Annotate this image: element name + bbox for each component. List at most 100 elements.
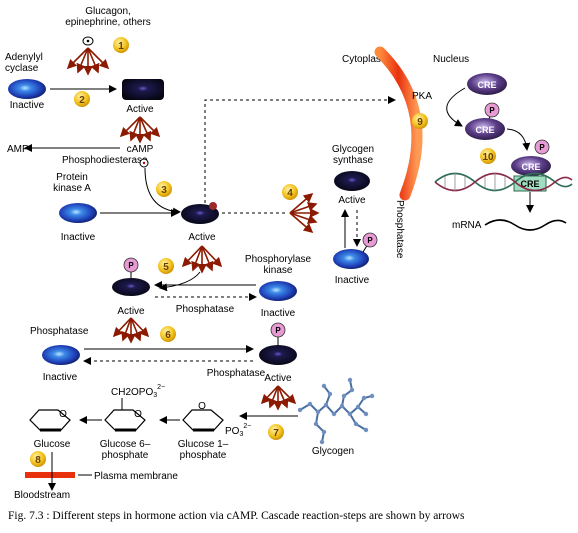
step-5: 5 <box>158 258 174 274</box>
glucose-label: Glucose <box>34 439 71 450</box>
step-10: 10 <box>480 148 496 164</box>
camp-molecule-core <box>142 161 146 165</box>
phosphorylase-inactive-icon <box>42 345 80 365</box>
svg-text:6: 6 <box>165 330 171 341</box>
mrna-strand-icon <box>484 219 567 231</box>
glucose-1-phosphate-label-2: phosphate <box>180 450 227 461</box>
phosphatase-label-2: Phosphatase <box>30 326 89 337</box>
pka-label-1: Protein <box>56 172 88 183</box>
phosphorylase-active-icon <box>259 345 297 365</box>
step-4: 4 <box>282 184 298 200</box>
glycogen-units <box>297 377 375 445</box>
pka-label-2: kinase A <box>53 183 91 194</box>
creb-unphosphorylated-icon <box>467 73 507 95</box>
step-3: 3 <box>156 181 172 197</box>
creb-label-1: CRE <box>477 80 496 90</box>
glucose-6-phosphate-label-2: phosphate <box>102 450 149 461</box>
mrna-label: mRNA <box>452 220 482 231</box>
glycogen-synthase-active-icon <box>334 171 370 191</box>
cascade-arrows-5 <box>181 245 223 274</box>
glycogen-synthase-inactive-icon <box>333 249 369 269</box>
adenylyl-cyclase-label-2: cyclase <box>5 63 39 74</box>
phosphatase-label-3: Phosphatase <box>207 368 266 379</box>
glycogen-synthase-label-2: synthase <box>333 155 373 166</box>
adenylyl-cyclase-inactive-label: Inactive <box>10 100 45 111</box>
svg-text:8: 8 <box>35 455 41 466</box>
bloodstream-label: Bloodstream <box>14 490 70 501</box>
cascade-arrows-7 <box>260 385 297 411</box>
svg-text:P: P <box>275 326 281 335</box>
glucose-ring-icon: O <box>29 409 71 432</box>
pka-to-phk-arrow <box>159 271 201 292</box>
camp-bound-icon <box>209 202 217 210</box>
svg-text:O: O <box>59 409 67 420</box>
adenylyl-cyclase-label-1: Adenylyl <box>5 52 43 63</box>
svg-text:P: P <box>367 236 373 245</box>
svg-text:O: O <box>134 409 142 420</box>
svg-text:P: P <box>128 261 134 270</box>
svg-text:P: P <box>539 143 545 152</box>
cascade-arrows-6 <box>112 317 150 344</box>
cre-label: CRE <box>520 179 539 189</box>
phosphate-group-phosphorylase: P <box>270 322 286 338</box>
step-9: 9 <box>412 113 428 129</box>
adenylyl-cyclase-active-icon <box>122 79 164 100</box>
phk-label-1: Phosphorylase <box>245 254 312 265</box>
pka-active-label: Active <box>188 232 216 243</box>
phk-active-label: Active <box>117 306 145 317</box>
glycogen-structure-icon <box>299 379 373 443</box>
svg-text:2: 2 <box>79 95 85 106</box>
creb-phosphorylated-icon <box>465 118 505 140</box>
svg-text:7: 7 <box>273 428 279 439</box>
phosphatase-vertical-label: Phosphatase <box>394 200 405 259</box>
adenylyl-cyclase-active-label: Active <box>126 104 154 115</box>
svg-text:1: 1 <box>118 41 124 52</box>
pka-active-icon <box>181 204 219 224</box>
svg-text:10: 10 <box>482 152 494 163</box>
svg-text:5: 5 <box>163 262 169 273</box>
phk-label-2: kinase <box>264 265 293 276</box>
phosphate-group-creb-1: P <box>484 102 500 118</box>
plasma-membrane-label: Plasma membrane <box>94 471 178 482</box>
svg-text:O: O <box>198 401 206 412</box>
step-1: 1 <box>113 37 129 53</box>
pka-nuclear-label: PKA <box>412 91 432 102</box>
amp-label: AMP <box>7 144 29 155</box>
creb-phosphorylation-arrow <box>446 87 466 127</box>
figure-caption: Fig. 7.3 : Different steps in hormone ac… <box>8 510 465 522</box>
svg-text:4: 4 <box>287 188 293 199</box>
creb-bound-icon <box>511 156 551 176</box>
step-6: 6 <box>160 326 176 342</box>
glucose-6-phosphate-ring-icon: O <box>104 398 146 432</box>
glycogen-synthase-inactive-label: Inactive <box>335 275 370 286</box>
step-7: 7 <box>268 424 284 440</box>
phk-inactive-label: Inactive <box>261 308 296 319</box>
phosphatase-label-1: Phosphatase <box>176 304 235 315</box>
nuclear-membrane <box>374 46 423 201</box>
glycogen-label: Glycogen <box>312 446 354 457</box>
creb-binding-arrow <box>506 128 531 151</box>
phosphodiesterase-label: Phosphodiesterase <box>62 155 148 166</box>
cytoplasm-label: Cytoplasm <box>342 54 389 65</box>
glycogen-synthase-label-1: Glycogen <box>332 144 374 155</box>
nucleus-label: Nucleus <box>433 54 469 65</box>
creb-label-3: CRE <box>521 162 540 172</box>
cascade-arrows-4 <box>289 192 320 234</box>
pka-inactive-icon <box>59 203 97 223</box>
svg-text:P: P <box>489 106 495 115</box>
glucose-1-phosphate-label-1: Glucose 1– <box>178 439 229 450</box>
step-2: 2 <box>74 91 90 107</box>
phosphorylase-inactive-label: Inactive <box>43 372 78 383</box>
phk-active-icon <box>112 278 150 296</box>
cascade-arrows-2 <box>119 116 161 144</box>
phosphate-group-creb-2: P <box>534 139 550 155</box>
hormone-label-1: Glucagon, <box>85 6 131 17</box>
glucose-6-phosphate-label-1: Glucose 6– <box>100 439 151 450</box>
step-8: 8 <box>30 451 46 467</box>
adenylyl-cyclase-inactive-icon <box>8 79 46 99</box>
hormone-molecule-core <box>86 39 90 43</box>
pka-to-nucleus-arrow <box>204 96 396 203</box>
creb-label-2: CRE <box>475 125 494 135</box>
